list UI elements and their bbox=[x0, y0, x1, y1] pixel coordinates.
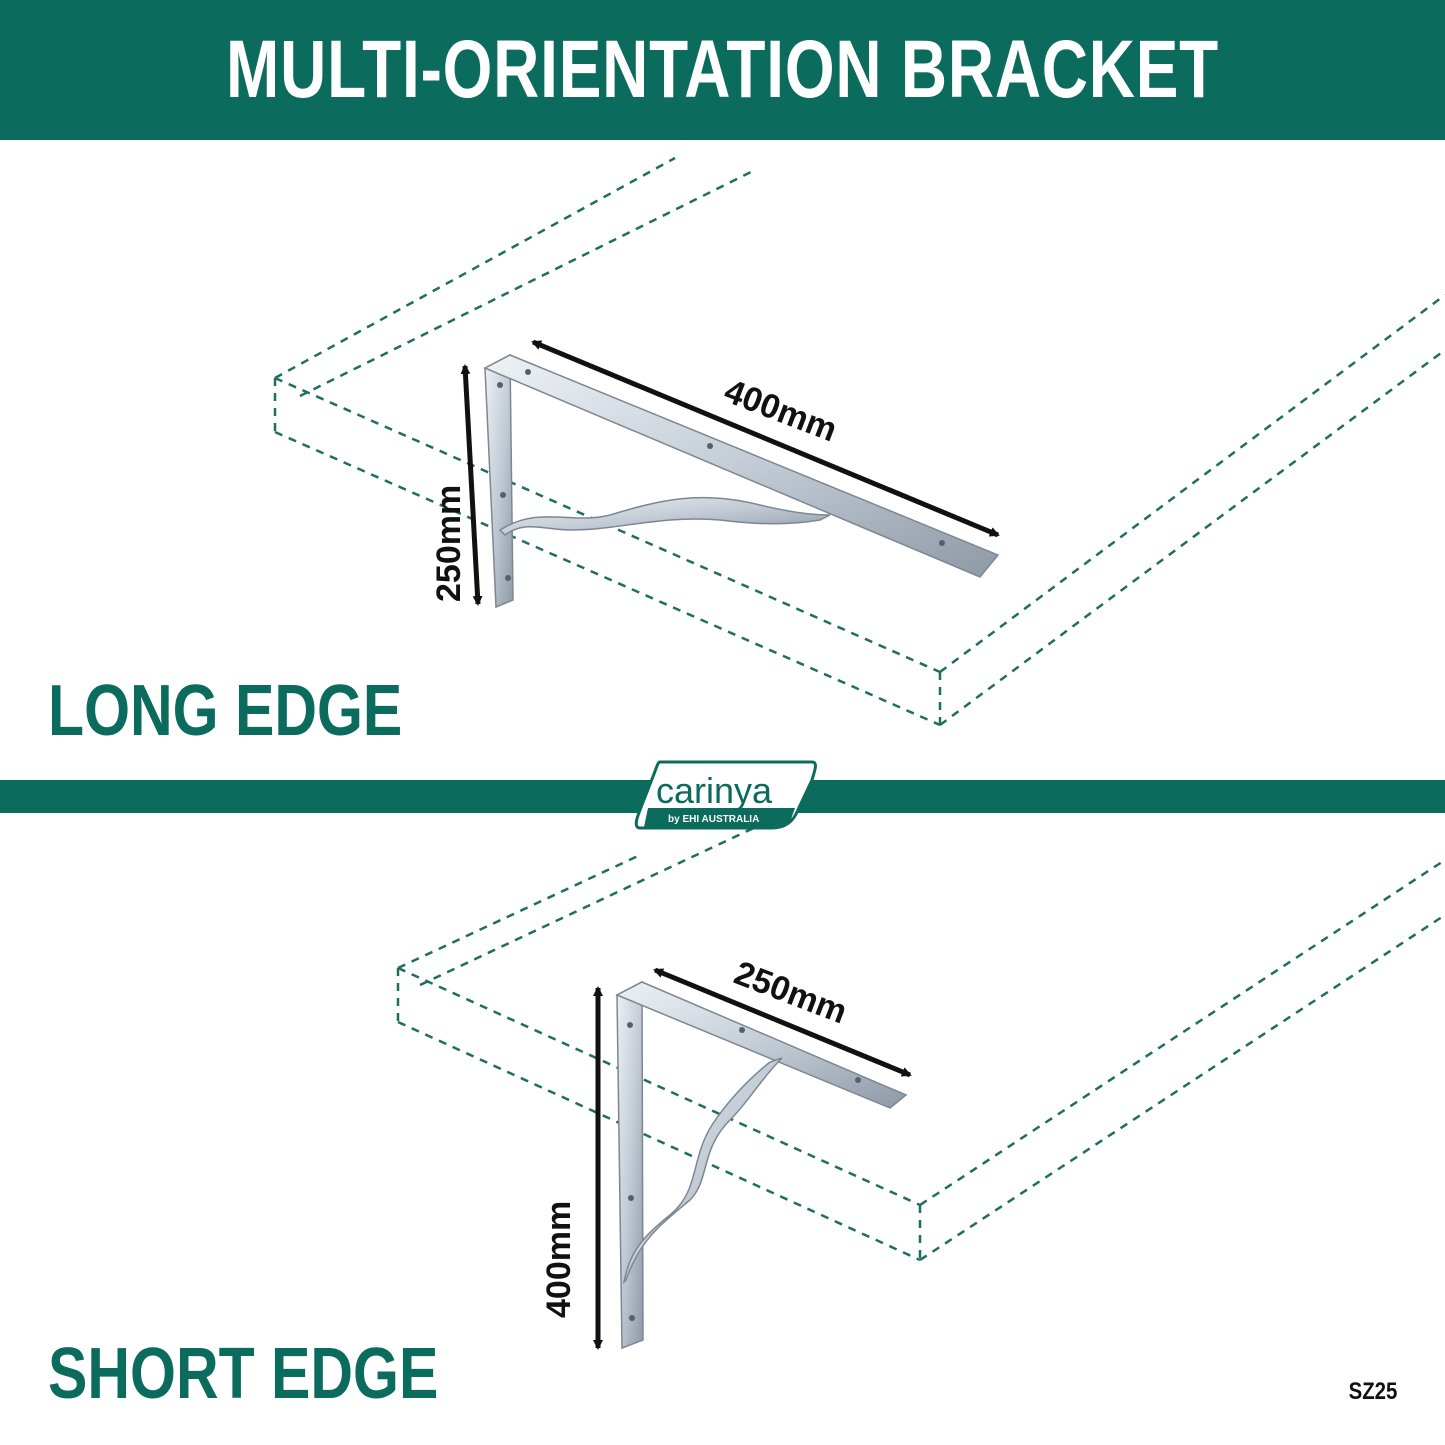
short-edge-shelf-outline bbox=[396, 823, 1445, 1262]
long-edge-vertical-dimension-label: 250mm bbox=[430, 485, 468, 602]
long-edge-vertical-dimension-arrow bbox=[460, 364, 483, 606]
short-edge-horizontal-dimension-arrow bbox=[653, 967, 912, 1078]
short-edge-label: SHORT EDGE bbox=[48, 1334, 439, 1414]
long-edge-shelf-outline bbox=[273, 156, 1445, 727]
long-edge-horizontal-dimension-arrow bbox=[531, 339, 1000, 538]
short-edge-vertical-dimension-label: 400mm bbox=[540, 1201, 578, 1318]
section-divider bbox=[0, 780, 1445, 813]
short-edge-horizontal-dimension-label: 250mm bbox=[729, 954, 852, 1031]
long-edge-horizontal-dimension-label: 400mm bbox=[719, 372, 842, 449]
page-title: MULTI-ORIENTATION BRACKET bbox=[226, 24, 1219, 115]
short-edge-bracket bbox=[615, 980, 908, 1350]
product-code: SZ25 bbox=[1348, 1378, 1397, 1405]
long-edge-label: LONG EDGE bbox=[48, 671, 403, 751]
header-banner: MULTI-ORIENTATION BRACKET bbox=[0, 0, 1445, 140]
